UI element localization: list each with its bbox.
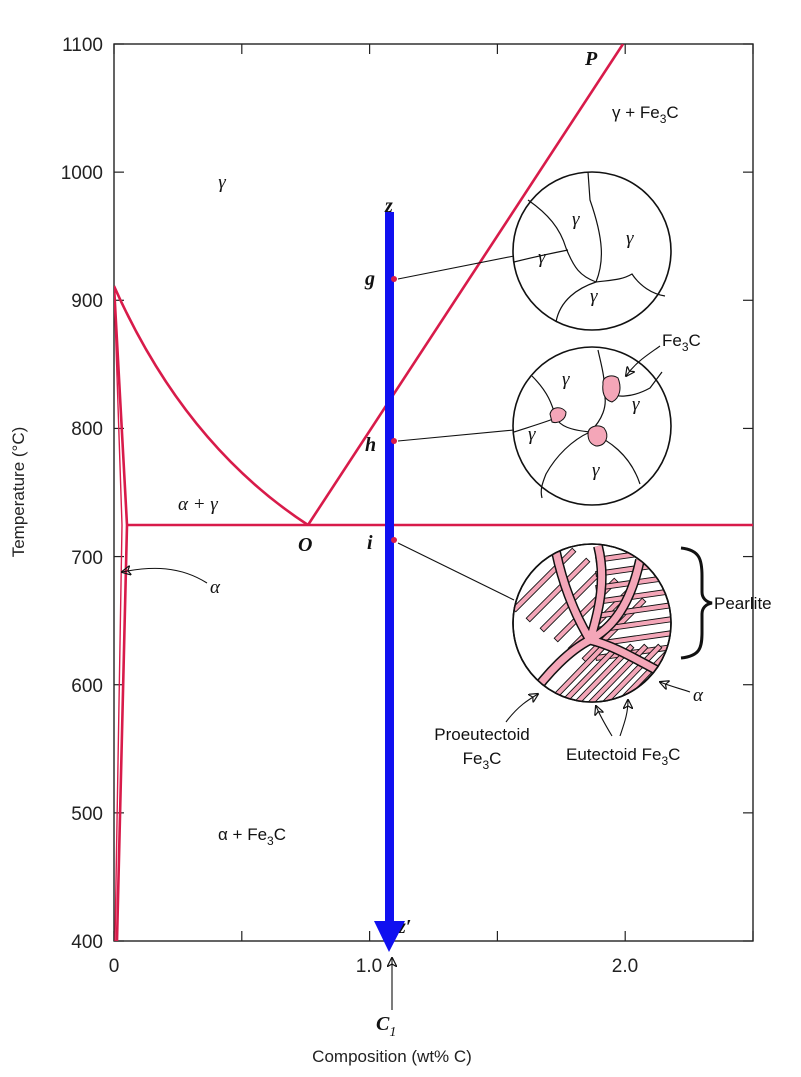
y-tick-label: 900 — [71, 291, 103, 312]
c1-label-sub: 1 — [389, 1025, 396, 1040]
proeutectoid-fe3c-sub: 3 — [482, 758, 489, 772]
y-tick-label: 600 — [71, 676, 103, 697]
pearlite-label: Pearlite — [714, 594, 772, 613]
austenite-grain-label: γ — [626, 228, 634, 249]
point-marker-g — [391, 276, 397, 282]
austenite-grain-label: γ — [590, 286, 598, 307]
region-gamma-fe3c-sub: 3 — [660, 112, 667, 126]
microstructure-austenite-cementite: γ γ γ γ Fe3C — [512, 331, 701, 506]
axis-ticks — [113, 43, 754, 942]
fe3c-label: Fe3C — [662, 331, 701, 354]
fe3c-label-sub: 3 — [682, 340, 689, 354]
fe3c-label-end: C — [689, 331, 701, 350]
region-gamma: γ — [218, 172, 226, 193]
c1-label: C1 — [376, 1013, 396, 1040]
y-tick-label: 800 — [71, 419, 103, 440]
point-label-o: O — [298, 534, 312, 556]
leader-line-h — [397, 429, 515, 442]
cementite-particle — [587, 425, 608, 447]
leader-line-g — [397, 255, 515, 280]
region-alpha: α — [210, 577, 221, 598]
cooling-path-head — [374, 921, 405, 952]
point-label-g: g — [364, 268, 375, 290]
x-tick-label: 1.0 — [356, 956, 382, 977]
pearlite-brace — [680, 546, 713, 660]
cementite-particle — [602, 375, 621, 403]
y-tick-labels: 400 500 600 700 800 900 1000 1100 — [61, 35, 103, 953]
y-tick-label: 700 — [71, 548, 103, 569]
leader-line-i — [397, 542, 515, 601]
eutectoid-fe3c-label: Eutectoid Fe3C — [566, 745, 680, 768]
y-tick-label: 400 — [71, 932, 103, 953]
grain-label: γ — [528, 424, 536, 445]
x-tick-label: 2.0 — [612, 956, 638, 977]
y-axis-title: Temperature (°C) — [9, 427, 28, 558]
alpha-pointer-arrow — [122, 568, 208, 584]
proeutectoid-fe3c-main: Fe — [463, 749, 483, 768]
c1-label-main: C — [376, 1013, 390, 1035]
acm-line — [306, 44, 625, 526]
microstructure-austenite: γ γ γ γ — [512, 171, 672, 331]
plot-frame — [113, 43, 754, 942]
point-label-i: i — [367, 532, 373, 554]
fe3c-pointer-arrow — [626, 345, 661, 376]
cooling-path-shaft — [385, 212, 394, 922]
point-label-h: h — [365, 434, 376, 456]
point-marker-i — [391, 537, 397, 543]
eutectoid-arrow-1 — [596, 706, 613, 737]
gamma-alpha-boundary — [114, 285, 309, 527]
region-gamma-fe3c-end: C — [666, 103, 678, 122]
cementite-lamella — [525, 557, 591, 623]
eutectoid-arrow-2 — [619, 700, 628, 737]
region-gamma-fe3c-main: γ + Fe — [612, 103, 660, 122]
cementite-lamella — [565, 643, 635, 702]
region-alpha-fe3c-end: C — [274, 825, 286, 844]
y-tick-label: 500 — [71, 804, 103, 825]
alpha-solvus-inner — [114, 285, 123, 941]
x-tick-label: 0 — [109, 956, 120, 977]
proeutectoid-network-fill — [525, 545, 670, 702]
leader-lines — [397, 255, 515, 601]
austenite-grain-label: γ — [572, 209, 580, 230]
austenite-grain-label: γ — [538, 247, 546, 268]
y-tick-label: 1100 — [62, 35, 103, 56]
proeutectoid-label: Proeutectoid — [434, 725, 529, 744]
proeutectoid-arrow — [505, 694, 538, 723]
eutectoid-fe3c-main: Eutectoid Fe — [566, 745, 661, 764]
x-axis-title: Composition (wt% C) — [312, 1047, 472, 1066]
cementite-particle — [549, 407, 567, 423]
alpha-solvus-line — [114, 285, 129, 941]
eutectoid-fe3c-sub: 3 — [661, 754, 668, 768]
y-tick-label: 1000 — [61, 163, 103, 184]
alpha-ferrite-label: α — [693, 685, 704, 706]
grain-label: γ — [592, 460, 600, 481]
point-label-p: P — [584, 48, 598, 70]
cooling-path-arrow — [374, 212, 405, 952]
x-tick-labels: 0 1.0 2.0 — [109, 956, 639, 977]
eutectoid-fe3c-end: C — [668, 745, 680, 764]
fe3c-label-main: Fe — [662, 331, 682, 350]
grain-label: γ — [562, 369, 570, 390]
proeutectoid-fe3c-label: Fe3C — [463, 749, 502, 772]
point-label-z: z — [384, 195, 393, 217]
region-gamma-fe3c: γ + Fe3C — [612, 103, 679, 126]
region-alpha-fe3c-main: α + Fe — [218, 825, 267, 844]
point-marker-h — [391, 438, 397, 444]
phase-boundaries — [114, 44, 753, 941]
region-alpha-fe3c-sub: 3 — [267, 834, 274, 848]
region-alpha-fe3c: α + Fe3C — [218, 825, 286, 848]
alpha-ferrite-arrow — [660, 682, 691, 693]
proeutectoid-fe3c-end: C — [489, 749, 501, 768]
region-alpha-gamma: α + γ — [178, 494, 218, 515]
microstructure-pearlite — [512, 543, 672, 703]
grain-label: γ — [632, 394, 640, 415]
